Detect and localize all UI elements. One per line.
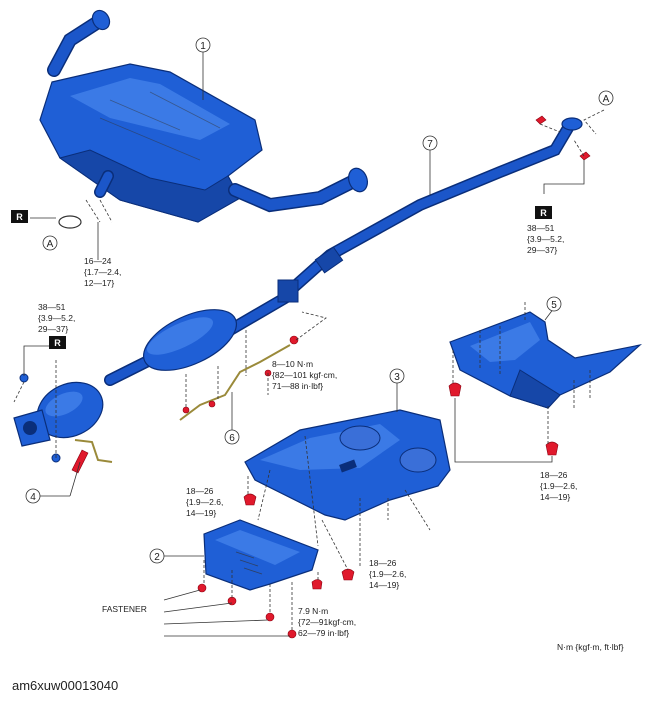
r-mark: R — [16, 212, 23, 222]
torque-sensor: 8—10 N·m {82—101 kgf·cm, 71—88 in·lbf} — [272, 359, 337, 391]
svg-text:14—19}: 14—19} — [369, 580, 399, 590]
fasteners — [71, 115, 591, 639]
rear-under-cover — [449, 311, 643, 409]
oxygen-sensor-front — [74, 439, 113, 463]
svg-text:7.9 N·m: 7.9 N·m — [298, 606, 328, 616]
svg-text:38—51: 38—51 — [527, 223, 555, 233]
torque-front-pipe-flange: 38—51 {3.9—5.2, 29—37} — [527, 223, 564, 255]
svg-text:18—26: 18—26 — [540, 470, 568, 480]
callout-1: 1 — [200, 41, 206, 52]
svg-text:{3.9—5.2,: {3.9—5.2, — [527, 234, 564, 244]
torque-small-cover: 7.9 N·m {72—91kgf·cm, 62—79 in·lbf} — [298, 606, 356, 638]
svg-text:{82—101 kgf·cm,: {82—101 kgf·cm, — [272, 370, 337, 380]
r-mark: R — [54, 338, 61, 348]
svg-text:18—26: 18—26 — [369, 558, 397, 568]
svg-text:{3.9—5.2,: {3.9—5.2, — [38, 313, 75, 323]
svg-text:{1.7—2.4,: {1.7—2.4, — [84, 267, 121, 277]
svg-text:14—19}: 14—19} — [186, 508, 216, 518]
torque-muffler-clamp: 16—24 {1.7—2.4, 12—17} — [84, 256, 121, 288]
svg-text:12—17}: 12—17} — [84, 278, 114, 288]
callout-5: 5 — [551, 300, 557, 311]
svg-text:29—37}: 29—37} — [38, 324, 68, 334]
leader-lines — [13, 52, 605, 637]
callout-3: 3 — [394, 372, 400, 383]
callout-2: 2 — [154, 552, 160, 563]
replace-marks: R R R — [11, 206, 552, 349]
svg-text:18—26: 18—26 — [186, 486, 214, 496]
svg-text:29—37}: 29—37} — [527, 245, 557, 255]
ref-mark-a-left: A — [47, 239, 54, 250]
callout-4: 4 — [30, 492, 36, 503]
callout-6: 6 — [229, 433, 235, 444]
svg-text:71—88 in·lbf}: 71—88 in·lbf} — [272, 381, 323, 391]
callout-7: 7 — [427, 139, 433, 150]
svg-text:{1.9—2.6,: {1.9—2.6, — [186, 497, 223, 507]
svg-text:38—51: 38—51 — [38, 302, 66, 312]
main-silencer — [39, 9, 369, 223]
svg-text:8—10 N·m: 8—10 N·m — [272, 359, 313, 369]
torque-under-cover-left: 18—26 {1.9—2.6, 14—19} — [186, 486, 223, 518]
torque-catalyst-flange: 38—51 {3.9—5.2, 29—37} — [38, 302, 75, 334]
ref-mark-a-top: A — [603, 94, 610, 105]
oxygen-sensor-rear — [179, 344, 291, 421]
front-small-cover — [203, 519, 319, 591]
svg-text:16—24: 16—24 — [84, 256, 112, 266]
figure-id: am6xuw00013040 — [12, 678, 119, 693]
torque-under-cover-rear: 18—26 {1.9—2.6, 14—19} — [540, 470, 577, 502]
svg-text:{1.9—2.6,: {1.9—2.6, — [369, 569, 406, 579]
svg-text:{1.9—2.6,: {1.9—2.6, — [540, 481, 577, 491]
torque-under-cover-front: 18—26 {1.9—2.6, 14—19} — [369, 558, 406, 590]
catalytic-converter — [13, 279, 299, 447]
r-mark: R — [540, 208, 547, 218]
units-note: N·m {kgf·m, ft·lbf} — [557, 642, 624, 652]
gasket-icon — [58, 215, 82, 229]
svg-text:{72—91kgf·cm,: {72—91kgf·cm, — [298, 617, 356, 627]
middle-pipe — [279, 117, 583, 301]
svg-text:14—19}: 14—19} — [540, 492, 570, 502]
callouts: 1 2 3 4 5 6 7 A A — [25, 37, 614, 564]
fastener-label: FASTENER — [102, 604, 147, 614]
engine-under-cover — [244, 409, 451, 521]
svg-text:62—79 in·lbf}: 62—79 in·lbf} — [298, 628, 349, 638]
